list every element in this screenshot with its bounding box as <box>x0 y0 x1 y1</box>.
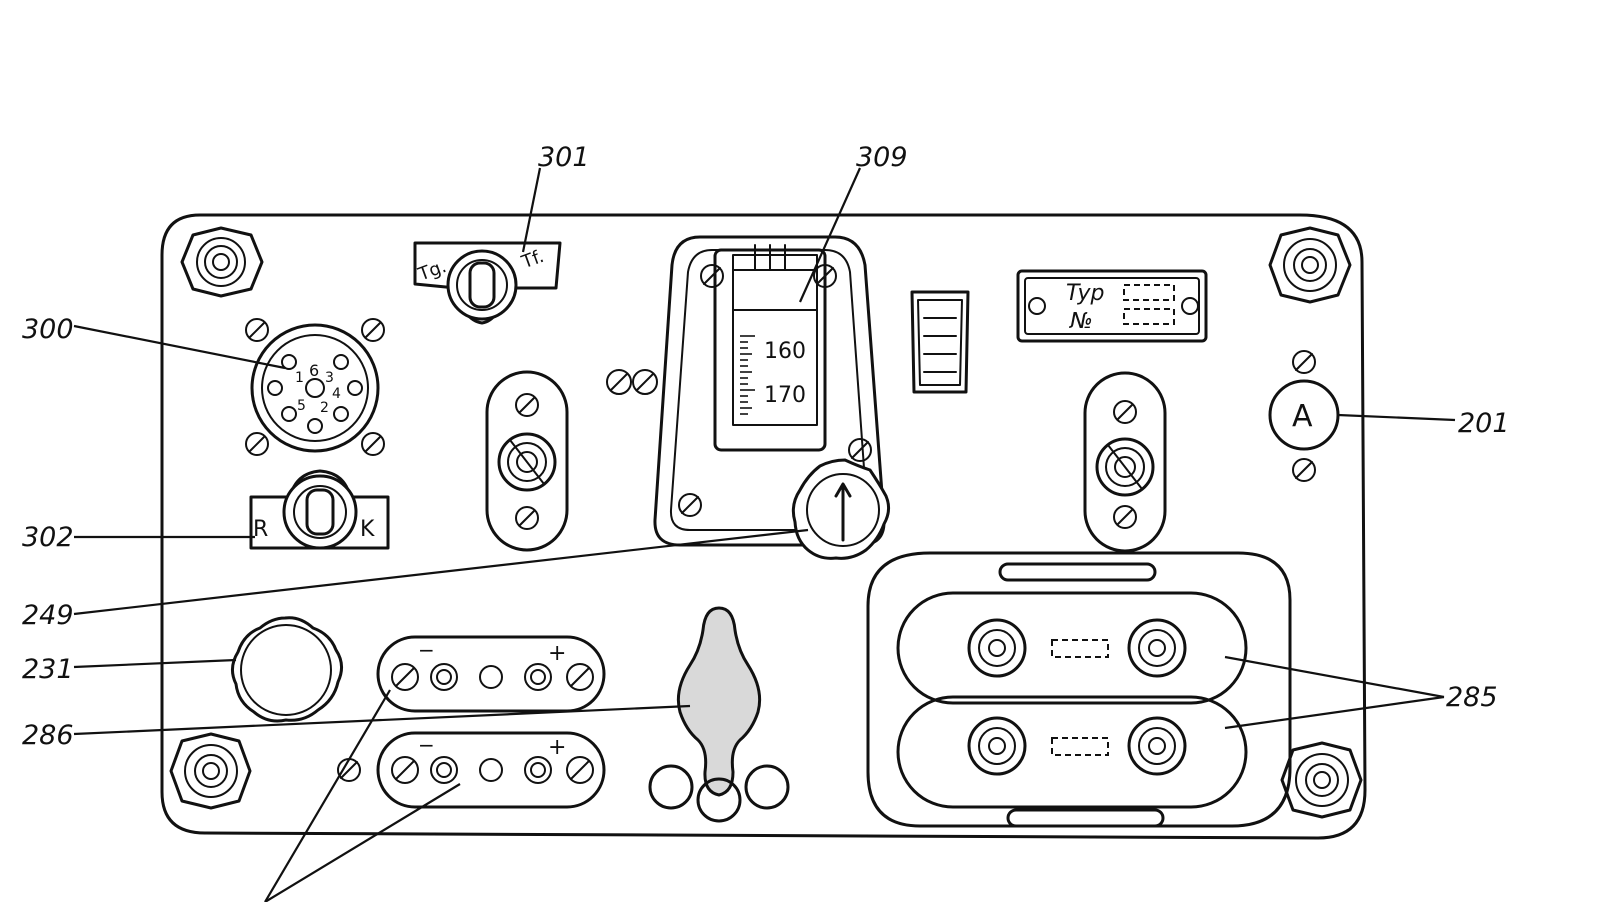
socket-pin-3: 3 <box>325 370 334 386</box>
tuning-knob <box>791 458 891 560</box>
socket-pin-6: 6 <box>309 361 319 380</box>
terminal-strip-lower: − + <box>376 731 606 809</box>
round-knob <box>231 616 343 723</box>
corner-nut-top-right <box>1268 226 1352 304</box>
lever-handle <box>648 606 790 823</box>
callout-201: 201 <box>1458 408 1510 439</box>
socket-pin-4: 4 <box>332 386 341 402</box>
corner-nut-bottom-left <box>169 732 252 810</box>
callout-286: 286 <box>22 720 74 751</box>
leader-lines <box>73 167 1456 902</box>
switch-label-k: K <box>360 517 375 542</box>
corner-nut-top-left <box>180 226 264 298</box>
terminal-strip-upper: − + <box>376 635 606 713</box>
ammeter: A <box>1268 350 1340 482</box>
callout-285: 285 <box>1446 682 1498 713</box>
dial-scale-170: 170 <box>764 383 806 408</box>
switch-label-r: R <box>253 517 268 542</box>
dial-scale-160: 160 <box>764 339 806 364</box>
plate-typ-label: Typ <box>1066 281 1105 306</box>
callout-249: 249 <box>22 600 74 631</box>
tube-socket: 6 4 1 3 5 2 <box>245 318 385 456</box>
panel-outline <box>160 213 1367 840</box>
type-plate: Typ № <box>1016 269 1208 343</box>
terminal-upper-minus: − <box>418 638 435 662</box>
callout-231: 231 <box>22 654 74 685</box>
dial-scale-ticks <box>740 335 755 415</box>
terminal-upper-plus: + <box>548 641 566 666</box>
small-scale-window <box>910 290 970 394</box>
socket-pin-1: 1 <box>295 370 304 386</box>
switch-label-tg: Tg. <box>415 256 450 286</box>
jack-plate-right <box>1083 371 1167 553</box>
corner-nut-bottom-right <box>1280 741 1363 819</box>
plug-in-board <box>866 551 1292 828</box>
callout-301: 301 <box>538 142 590 173</box>
jack-plate-left <box>485 370 569 552</box>
switch-r-k: R K <box>249 469 390 550</box>
terminal-lower-plus: + <box>548 735 566 760</box>
callout-309: 309 <box>856 142 908 173</box>
socket-pin-5: 5 <box>297 398 306 414</box>
socket-pin-2: 2 <box>320 400 329 416</box>
plate-no-label: № <box>1069 309 1093 334</box>
pair-of-screws <box>606 369 658 395</box>
callout-300: 300 <box>22 314 74 345</box>
callout-302: 302 <box>22 522 74 553</box>
toggle-switch-tg-tf: Tg. Tf. <box>413 241 562 325</box>
ammeter-label: A <box>1292 399 1313 434</box>
terminal-lower-minus: − <box>418 733 435 757</box>
